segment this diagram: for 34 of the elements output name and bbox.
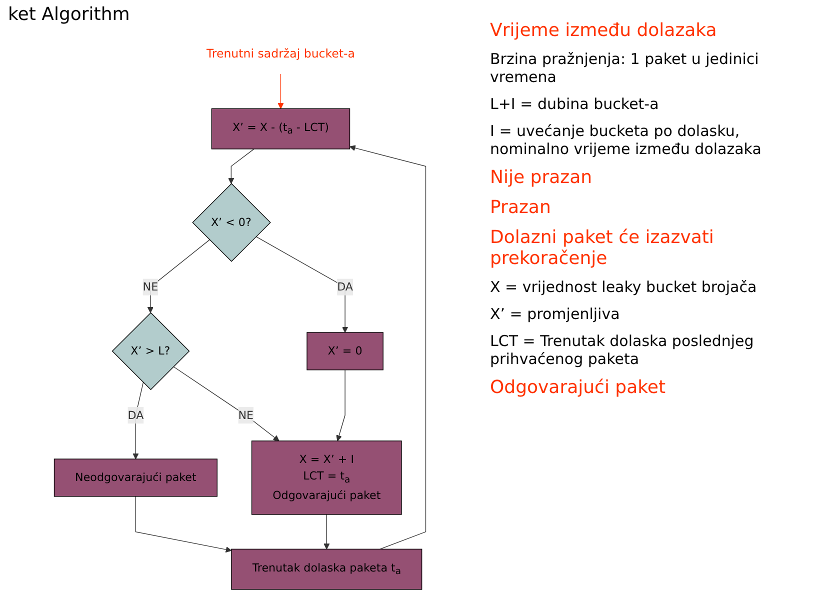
note: LCT = Trenutak dolaska poslednjeg prihvaćenog paketa (490, 332, 755, 368)
annotation: Vrijeme između dolazaka (490, 20, 718, 41)
arrow (228, 148, 254, 184)
arrow (256, 236, 348, 333)
annotation: Prazan (490, 197, 552, 218)
note: I = uvećanje bucketa po dolasku, nominalno vrijeme između dolazaka (490, 122, 762, 158)
node-box: Neodgovarajući paket (54, 458, 218, 497)
arrow (336, 370, 346, 442)
node-box: X = X’ + I LCT = t$_{a}$ Odgovarajući paket (251, 440, 402, 515)
node-text: Trenutni sadržaj bucket-a (206, 47, 356, 62)
note: L+I = dubina bucket-a (490, 95, 660, 113)
node-box: X’ = 0 (306, 332, 384, 370)
node-box: Trenutak dolaska paketa t$_{a}$ (231, 548, 422, 590)
arrow (278, 74, 284, 109)
note: X = vrijednost leaky bucket brojača (490, 278, 758, 296)
node-box: X’ = X - (t$_{a}$ - LCT) (211, 108, 350, 150)
annotation: Nije prazan (490, 167, 594, 188)
node-diamond: X’ < 0? (192, 183, 271, 262)
arrow (324, 514, 330, 550)
edge-label: DA (128, 408, 144, 422)
arrow (135, 496, 232, 553)
edge-label: DA (337, 280, 354, 294)
edge-label: NE (238, 408, 254, 422)
arrow (173, 366, 280, 442)
arrow (132, 382, 144, 460)
annotation: Dolazni paket će izazvati prekoračenje (490, 227, 715, 269)
node-diamond: X’ > L? (112, 312, 190, 390)
diagram-title: ket Algorithm (8, 4, 130, 25)
edge-label: NE (142, 280, 158, 294)
arrow (147, 239, 210, 313)
arrow (349, 145, 426, 550)
note: X’ = promjenljiva (490, 305, 621, 323)
annotation: Odgovarajući paket (490, 377, 667, 398)
note: Brzina pražnjenja: 1 paket u jedinici vremena (490, 50, 760, 86)
